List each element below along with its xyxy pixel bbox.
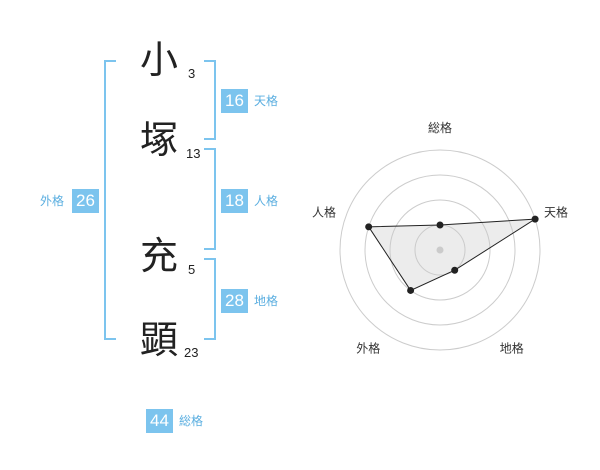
name-char-2: 塚 [140, 118, 179, 162]
chikaku-label: 地格 [254, 294, 279, 308]
radar-point-5 [365, 223, 373, 231]
radar-point-4 [407, 286, 415, 294]
soukaku-label: 総格 [179, 414, 204, 428]
chikaku-bracket [204, 258, 216, 340]
name-char-4: 顕 [140, 318, 179, 362]
radar-axis-label-5: 人格 [312, 204, 336, 219]
jinkaku-label: 人格 [254, 194, 279, 208]
radar-series-polygon [367, 218, 536, 292]
radar-axis-label-1: 総格 [428, 120, 452, 135]
radar-ring [364, 174, 516, 326]
stroke-count-2: 13 [186, 146, 201, 161]
gaikaku-value-badge: 26 [72, 189, 99, 213]
jinkaku-bracket [204, 148, 216, 250]
tenkaku-value-badge: 16 [221, 89, 248, 113]
gaikaku-bracket [104, 60, 116, 340]
radar-point-3 [451, 266, 459, 274]
radar-axis-label-4: 外格 [356, 341, 380, 356]
name-char-3: 充 [140, 234, 179, 278]
chikaku-value-badge: 28 [221, 289, 248, 313]
name-char-1: 小 [140, 38, 179, 82]
jinkaku-value-badge: 18 [221, 189, 248, 213]
radar-center [436, 246, 444, 254]
stroke-count-1: 3 [188, 66, 196, 81]
radar-point-1 [436, 221, 444, 229]
radar-axis-label-2: 天格 [544, 204, 568, 219]
tenkaku-label: 天格 [254, 94, 279, 108]
stroke-count-4: 23 [184, 345, 199, 360]
radar-ring [389, 199, 491, 301]
stroke-count-3: 5 [188, 262, 196, 277]
tenkaku-bracket [204, 60, 216, 140]
radar-ring [339, 149, 541, 351]
radar-point-2 [531, 215, 539, 223]
radar-axis-label-3: 地格 [500, 341, 524, 356]
gaikaku-label: 外格 [40, 194, 65, 208]
soukaku-value-badge: 44 [146, 409, 173, 433]
